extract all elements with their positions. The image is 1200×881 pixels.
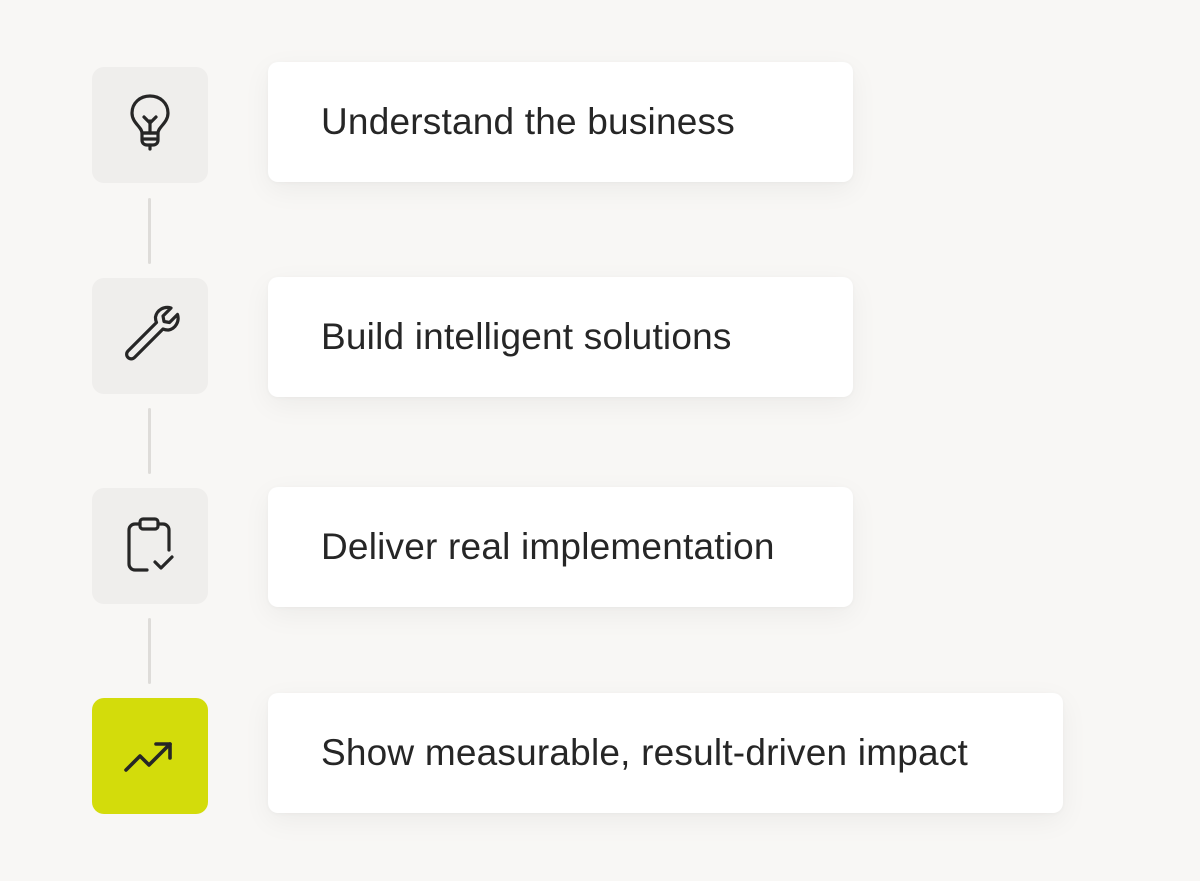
step-4-card: Show measurable, result-driven impact bbox=[268, 693, 1063, 813]
step-2-icon-box bbox=[92, 278, 208, 394]
step-3-label: Deliver real implementation bbox=[321, 526, 775, 567]
step-2-label: Build intelligent solutions bbox=[321, 316, 732, 357]
trending-up-icon bbox=[124, 742, 172, 772]
lightbulb-icon bbox=[130, 94, 170, 151]
step-connector bbox=[148, 408, 151, 474]
step-3-card: Deliver real implementation bbox=[268, 487, 853, 607]
step-1-label: Understand the business bbox=[321, 101, 735, 142]
step-connector bbox=[148, 618, 151, 684]
step-4-icon-box bbox=[92, 698, 208, 814]
wrench-icon bbox=[125, 305, 180, 361]
step-1-card: Understand the business bbox=[268, 62, 853, 182]
step-2-card: Build intelligent solutions bbox=[268, 277, 853, 397]
step-3-icon-box bbox=[92, 488, 208, 604]
step-1-icon-box bbox=[92, 67, 208, 183]
step-4-label: Show measurable, result-driven impact bbox=[321, 732, 968, 773]
clipboard-check-icon bbox=[127, 517, 174, 572]
step-connector bbox=[148, 198, 151, 264]
